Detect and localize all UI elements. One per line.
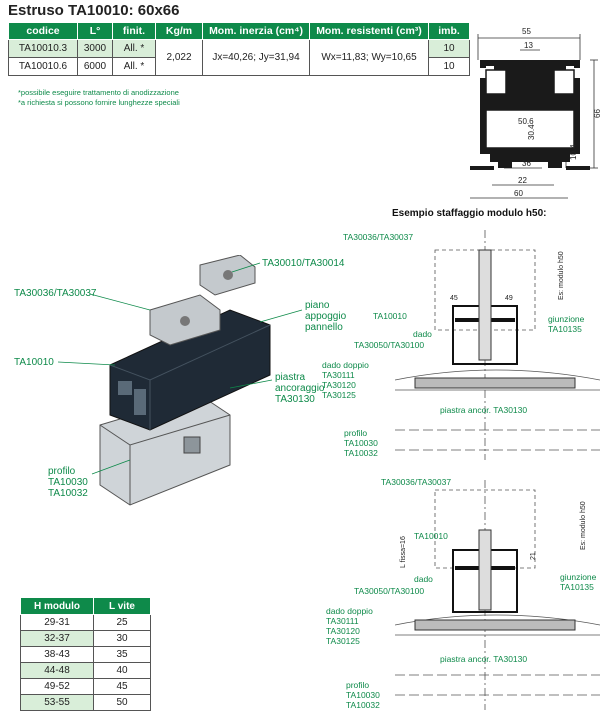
d2-label-profilo: profilo TA10030 TA10032 bbox=[346, 680, 380, 710]
col-resistenti: Mom. resistenti (cm³) bbox=[309, 22, 429, 40]
d1-label-dado: dado bbox=[413, 329, 432, 339]
label-profilo: profilo TA10030 TA10032 bbox=[48, 466, 88, 499]
d2-label-ta30050: TA30050/TA30100 bbox=[354, 586, 425, 596]
dim-36: 36 bbox=[522, 159, 531, 168]
dim-13: 13 bbox=[524, 41, 533, 50]
table-row: 44-48 40 bbox=[20, 662, 151, 679]
label-piano: piano appoggio pannello bbox=[305, 300, 347, 333]
label-esmodulo: Es: modulo h50 bbox=[558, 251, 565, 300]
d1-label-ta10010: TA10010 bbox=[373, 311, 407, 321]
profile-section-drawing: 55 13 50.6 30.4 66 36 10.4 22 60 bbox=[470, 27, 602, 199]
cell-hmodulo: 32-37 bbox=[20, 630, 94, 647]
dim-10-4: 10.4 bbox=[569, 144, 578, 160]
cell-resistenti: Wx=11,83; Wy=10,65 bbox=[309, 39, 429, 76]
mounting-diagram-2: L fissa=16 21 Es: modulo h50 bbox=[395, 480, 600, 710]
d1-label-giunzione: giunzione TA10135 bbox=[548, 314, 585, 334]
dim-lfissa: L fissa=16 bbox=[400, 536, 407, 568]
cell-lvite: 30 bbox=[93, 630, 151, 647]
d2-label-giunzione: giunzione TA10135 bbox=[560, 572, 597, 592]
d1-label-piastra: piastra ancor. TA30130 bbox=[440, 405, 528, 415]
dim-55: 55 bbox=[522, 27, 531, 36]
d2-label-ta10010: TA10010 bbox=[414, 531, 448, 541]
label-ta30036: TA30036/TA30037 bbox=[14, 288, 97, 299]
note-anodizzazione: *possibile eseguire trattamento di anodi… bbox=[18, 88, 179, 97]
col-codice: codice bbox=[8, 22, 78, 40]
label-ta10010: TA10010 bbox=[14, 357, 54, 368]
notes: *possibile eseguire trattamento di anodi… bbox=[18, 88, 180, 108]
cell-hmodulo: 53-55 bbox=[20, 694, 94, 711]
col-lvite: L vite bbox=[93, 597, 151, 615]
table-row: TA10010.3 3000 All. * 2,022 Jx=40,26; Jy… bbox=[8, 39, 470, 76]
col-inerzia: Mom. inerzia (cm⁴) bbox=[202, 22, 310, 40]
dim-21: 21 bbox=[530, 552, 537, 560]
d1-label-profilo: profilo TA10030 TA10032 bbox=[344, 428, 378, 458]
table-row: 49-52 45 bbox=[20, 678, 151, 695]
cell-hmodulo: 29-31 bbox=[20, 614, 94, 631]
d1-label-ta30036: TA30036/TA30037 bbox=[343, 232, 414, 242]
cell-lvite: 45 bbox=[93, 678, 151, 695]
d2-label-dado-doppio: dado doppio TA30111 TA30120 TA30125 bbox=[326, 606, 373, 646]
spec-header-row: codice L° finit. Kg/m Mom. inerzia (cm⁴)… bbox=[8, 22, 470, 40]
dim-49: 49 bbox=[505, 295, 513, 302]
table-row: 53-55 50 bbox=[20, 694, 151, 711]
cell-finit: All. * bbox=[112, 39, 156, 58]
col-finit: finit. bbox=[112, 22, 156, 40]
cell-lvite: 40 bbox=[93, 662, 151, 679]
cell-hmodulo: 38-43 bbox=[20, 646, 94, 663]
dim-50-6: 50.6 bbox=[518, 117, 534, 126]
table-row: TA10010.6 6000 All. * 10 bbox=[8, 57, 470, 76]
label-esmodulo-2: Es: modulo h50 bbox=[580, 501, 587, 550]
d2-label-piastra: piastra ancor. TA30130 bbox=[440, 654, 528, 664]
label-piastra: piastra ancoraggio TA30130 bbox=[275, 372, 325, 405]
spec-table: codice L° finit. Kg/m Mom. inerzia (cm⁴)… bbox=[8, 22, 470, 76]
dim-45: 45 bbox=[450, 295, 458, 302]
cell-imb: 10 bbox=[428, 57, 470, 76]
hmodulo-table: H modulo L vite 29-31 25 32-37 30 38-43 … bbox=[20, 597, 151, 711]
isometric-assembly bbox=[99, 255, 271, 506]
dim-22: 22 bbox=[518, 176, 527, 185]
table-row: 38-43 35 bbox=[20, 646, 151, 663]
cell-finit: All. * bbox=[112, 57, 156, 76]
d2-label-dado: dado bbox=[414, 574, 433, 584]
dim-66: 66 bbox=[593, 109, 602, 118]
cell-hmodulo: 49-52 bbox=[20, 678, 94, 695]
cell-hmodulo: 44-48 bbox=[20, 662, 94, 679]
d1-label-dado-doppio: dado doppio TA30111 TA30120 TA30125 bbox=[322, 360, 369, 400]
cell-imb: 10 bbox=[428, 39, 470, 58]
dim-60: 60 bbox=[514, 189, 523, 198]
dim-30-4: 30.4 bbox=[527, 124, 536, 140]
cell-lvite: 25 bbox=[93, 614, 151, 631]
cell-lvite: 35 bbox=[93, 646, 151, 663]
hmodulo-header-row: H modulo L vite bbox=[20, 597, 151, 615]
cell-l: 6000 bbox=[77, 57, 113, 76]
d2-label-ta30036: TA30036/TA30037 bbox=[381, 477, 452, 487]
mounting-diagram-1: 45 49 Es: modulo h50 bbox=[395, 230, 600, 460]
example-heading: Esempio staffaggio modulo h50: bbox=[392, 208, 547, 219]
note-lunghezze: *a richiesta si possono fornire lunghezz… bbox=[18, 98, 180, 107]
cell-lvite: 50 bbox=[93, 694, 151, 711]
table-row: 32-37 30 bbox=[20, 630, 151, 647]
col-hmodulo: H modulo bbox=[20, 597, 94, 615]
table-row: 29-31 25 bbox=[20, 614, 151, 631]
page-title: Estruso TA10010: 60x66 bbox=[8, 2, 180, 19]
d1-label-ta30050: TA30050/TA30100 bbox=[354, 340, 425, 350]
label-ta30010: TA30010/TA30014 bbox=[262, 258, 345, 269]
